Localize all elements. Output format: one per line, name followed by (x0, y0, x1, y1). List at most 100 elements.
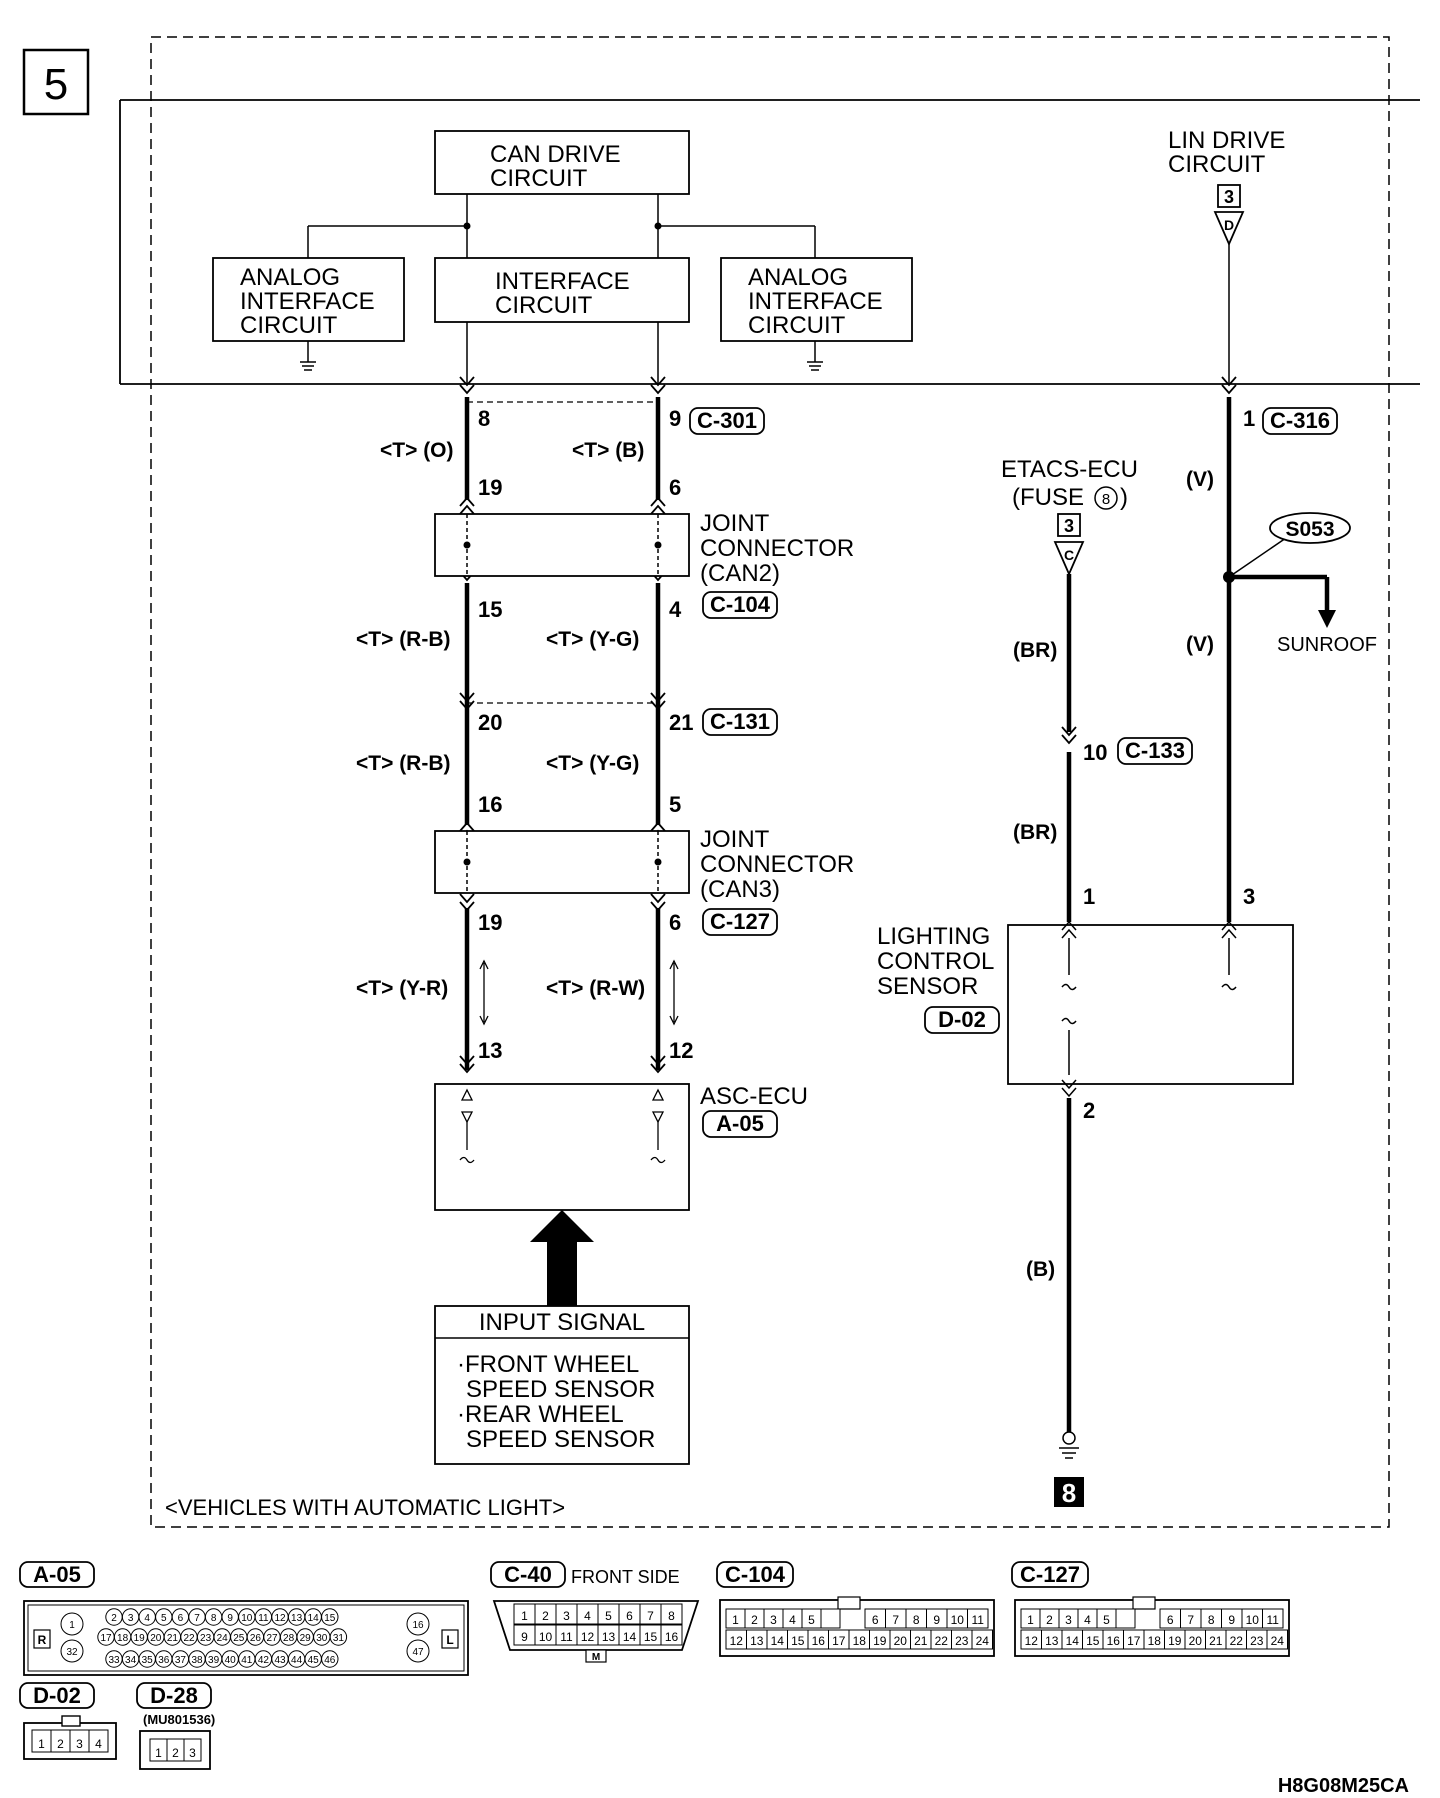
pin-number: 19 (134, 1633, 146, 1644)
asc-ecu-label: ASC-ECU (700, 1083, 808, 1110)
pin-number: 11 (560, 1630, 573, 1644)
pin-number: 47 (412, 1647, 424, 1658)
wire-color: <T> (Y-R) (356, 977, 448, 1000)
pin-number: 5 (808, 1613, 815, 1627)
pin-circle (329, 1628, 348, 1646)
pin-number: 29 (300, 1633, 312, 1644)
pin-number: 6 (178, 1613, 184, 1624)
pin-number: 1 (521, 1609, 528, 1623)
pin-cell (660, 1624, 683, 1646)
pin-number: 34 (125, 1655, 137, 1666)
wire-color: <T> (R-B) (356, 752, 451, 775)
pin-circle (406, 1612, 430, 1636)
pin-number: 8 (211, 1613, 217, 1624)
pin-number: 16 (1107, 1634, 1121, 1648)
connector-view-note: FRONT SIDE (571, 1567, 680, 1587)
pin-number: 20 (894, 1634, 908, 1648)
pin-number: 41 (241, 1655, 253, 1666)
connector-refs: C-301 C-104 C-131 C-127 A-05 C-316 C-133… (689, 407, 1338, 1138)
lin-drive-circuit: LIN DRIVE CIRCUIT 3 D (1168, 127, 1285, 384)
pin-number: 10 (1246, 1613, 1260, 1627)
interface-line1: INTERFACE (495, 268, 630, 295)
lin-wire (1221, 376, 1336, 922)
pin-number: 9 (933, 1613, 940, 1627)
pin-number: 12 (730, 1634, 744, 1648)
pin-number: 11 (972, 1613, 985, 1627)
pin-number: 10 (539, 1630, 553, 1644)
pin-number: 18 (853, 1634, 867, 1648)
pin-label: 9 (669, 406, 681, 431)
pin-number: 46 (324, 1655, 336, 1666)
pin-label: 20 (478, 710, 502, 735)
pin-number: 4 (144, 1613, 150, 1624)
pin-number: 5 (161, 1613, 167, 1624)
pin-cell (660, 1603, 683, 1625)
pin-number: 9 (227, 1613, 233, 1624)
pin-number: 8 (1208, 1613, 1215, 1627)
pin-number: 4 (95, 1737, 102, 1751)
pin-number: 5 (605, 1609, 612, 1623)
bidirectional-arrow-icons (479, 959, 679, 1026)
pin-label: 12 (669, 1038, 693, 1063)
analog-right-line3: CIRCUIT (748, 312, 846, 339)
can-drive-circuit-block: CAN DRIVE CIRCUIT (434, 130, 690, 195)
input-signal-item: SPEED SENSOR (466, 1426, 655, 1453)
pin-circle (406, 1639, 430, 1663)
wire-color: <T> (Y-G) (546, 752, 639, 775)
pin-number: 13 (750, 1634, 764, 1648)
wire-color: (V) (1186, 633, 1214, 656)
lighting-sensor-line1: LIGHTING (877, 923, 990, 950)
pin-label: 1 (1083, 884, 1095, 909)
pin-label: 8 (478, 406, 490, 431)
pin-number: 31 (333, 1633, 345, 1644)
ground-wire: 8 (1054, 1098, 1084, 1508)
connector-view-label: D-28 (150, 1683, 198, 1708)
wire-color-labels: <T> (O) <T> (B) <T> (R-B) <T> (Y-G) <T> … (356, 439, 1214, 1281)
pin-number: 4 (789, 1613, 796, 1627)
pin-label: 2 (1083, 1098, 1095, 1123)
analog-interface-left-block: ANALOG INTERFACE CIRCUIT (212, 257, 405, 371)
lin-terminal-box: 3 (1224, 187, 1234, 207)
pin-number: 3 (770, 1613, 777, 1627)
ground-reference: 8 (1062, 1478, 1076, 1508)
part-number: (MU801536) (143, 1712, 215, 1727)
can-drive-line1: CAN DRIVE (490, 141, 621, 168)
lin-drive-line1: LIN DRIVE (1168, 127, 1285, 154)
pin-number: 43 (274, 1655, 286, 1666)
pin-number: 7 (1187, 1613, 1194, 1627)
lighting-feed-wire (1061, 574, 1077, 922)
pin-number: 17 (1127, 1634, 1141, 1648)
input-signal-title: INPUT SIGNAL (479, 1309, 645, 1336)
connector-ref-d02: D-02 (938, 1007, 986, 1032)
pin-number: 37 (175, 1655, 187, 1666)
splice-s053: S053 (1228, 512, 1351, 578)
pin-number: 15 (324, 1613, 336, 1624)
pin-label: 13 (478, 1038, 502, 1063)
pin-number: 24 (1271, 1634, 1285, 1648)
connector-ref-c131: C-131 (710, 709, 770, 734)
pin-number: 7 (194, 1613, 200, 1624)
asc-ecu-block: ASC-ECU (434, 1083, 808, 1211)
pin-cell (1266, 1629, 1288, 1650)
analog-interface-right-block: ANALOG INTERFACE CIRCUIT (720, 257, 913, 371)
joint-connector-can3: JOINT CONNECTOR (CAN3) (434, 826, 854, 903)
key-notch (1132, 1596, 1156, 1610)
pin-number: 9 (521, 1630, 528, 1644)
pin-label: 15 (478, 597, 502, 622)
bus-junction-right (654, 222, 662, 230)
analog-left-line2: INTERFACE (240, 288, 375, 315)
figure-code: H8G08M25CA (1278, 1775, 1409, 1797)
pin-number: 2 (57, 1737, 64, 1751)
connector-view-label: A-05 (33, 1562, 81, 1587)
pin-label: 19 (478, 475, 502, 500)
pin-number: 12 (581, 1630, 595, 1644)
pin-cell (971, 1629, 993, 1650)
input-signal-item: ·REAR WHEEL (457, 1401, 624, 1428)
pin-number: 13 (1045, 1634, 1059, 1648)
